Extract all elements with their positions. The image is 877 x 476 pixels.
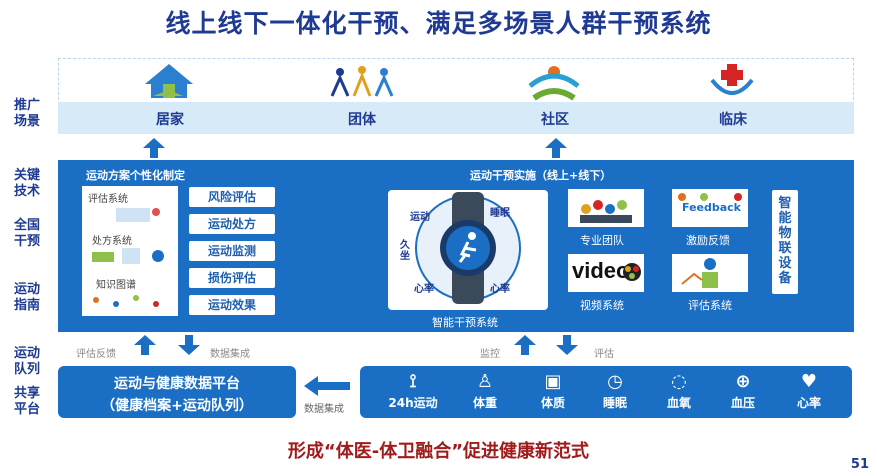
prescription-figure-icon [92,248,164,264]
module-knowledge: 知识图谱 [96,280,136,291]
assessment-figure-icon [116,208,160,222]
team-icon [568,189,644,227]
house-icon [145,64,193,98]
bottom-slogan: 形成“体医-体卫融合”促进健康新范式 [287,441,590,462]
feedback-bubbles-icon [678,193,742,201]
thermometer-icon: ⊕ [735,371,751,392]
metric-fitness: ▣体质 [522,370,584,411]
watch-label-sleep: 睡眠 [490,208,510,219]
weight-icon: ♙ [476,371,494,392]
page-title: 线上线下一体化干预、满足多场景人群干预系统 [165,9,712,38]
metric-activity: ⟟24h运动 [382,370,444,411]
platform-subtitle: （健康档案+运动队列） [101,398,253,414]
iot-device-pill: 智能物联设备 [772,190,798,294]
down-arrow-icon [178,335,200,355]
watch-label-sedentary: 久坐 [400,240,410,262]
pill-effect: 运动效果 [189,295,275,315]
up-arrow-icon [514,335,536,355]
feedback-icon: Feedback [672,189,748,227]
tile-label-assessment: 评估系统 [688,299,732,312]
watch-label-heart-left: 心率 [414,284,434,295]
scenario-label-home: 居家 [156,112,184,128]
up-arrow-icon [143,138,165,158]
plan-panel-title: 运动方案个性化制定 [86,169,185,182]
metric-heart: ♥心率 [778,370,840,411]
up-arrow-icon [545,138,567,158]
plan-module-card: 评估系统 处方系统 知识图谱 [82,186,178,316]
arrow-label-evaluate: 评估 [594,349,614,360]
side-label-tech: 关键技术 [13,168,40,199]
film-reel-icon [623,263,641,281]
side-label-intervention: 全国干预 [13,218,40,249]
watch-label-heart-right: 心率 [490,284,510,295]
knowledge-graph-icon [93,295,159,307]
metrics-bar [360,366,852,418]
page-number: 51 [850,457,869,472]
down-arrow-icon [556,335,578,355]
side-label-platform: 共享平台 [13,386,40,417]
metric-oxygen: ◌血氧 [648,370,710,411]
arrow-label-integration: 数据集成 [210,349,250,360]
scenario-strip [58,102,854,134]
module-prescription: 处方系统 [92,236,132,247]
scenario-label-clinic: 临床 [719,112,747,128]
scenario-label-group: 团体 [348,112,376,128]
left-arrow-icon [304,376,350,396]
module-assessment: 评估系统 [88,194,128,205]
activity-icon: ⟟ [409,371,417,392]
data-platform-box: 运动与健康数据平台 （健康档案+运动队列） [58,366,296,418]
smartwatch-icon [415,192,521,304]
side-label-guideline: 运动指南 [13,282,40,313]
pill-injury: 损伤评估 [189,268,275,288]
metric-sleep: ◷睡眠 [584,370,646,411]
tile-label-team: 专业团队 [580,234,624,247]
assessment-icon [672,254,748,292]
watch-caption: 智能干预系统 [432,316,498,329]
group-icon [330,66,394,97]
pill-risk: 风险评估 [189,187,275,207]
metric-weight: ♙体重 [454,370,516,411]
arrow-label-horizontal: 数据集成 [304,404,344,415]
platform-title: 运动与健康数据平台 [114,376,240,392]
arrow-label-feedback: 评估反馈 [76,349,116,360]
community-icon [528,66,580,101]
impl-panel-title: 运动干预实施（线上+线下） [470,169,612,182]
clock-icon: ◷ [607,371,623,392]
clinic-icon [710,64,754,95]
pill-prescription: 运动处方 [189,214,275,234]
watch-label-exercise: 运动 [410,212,430,223]
scenario-label-community: 社区 [541,112,569,128]
fitness-icon: ▣ [544,371,562,392]
oxygen-icon: ◌ [671,371,687,392]
metric-pressure: ⊕血压 [712,370,774,411]
tile-label-video: 视频系统 [580,299,624,312]
side-label-cohort: 运动队列 [13,346,40,377]
pill-monitor: 运动监测 [189,241,275,261]
tile-label-feedback: 激励反馈 [686,234,730,247]
heart-icon: ♥ [800,371,818,392]
side-label-scenario: 推广场景 [13,98,40,129]
arrow-label-monitor: 监控 [480,349,500,360]
video-icon: video [568,254,644,292]
up-arrow-icon [134,335,156,355]
